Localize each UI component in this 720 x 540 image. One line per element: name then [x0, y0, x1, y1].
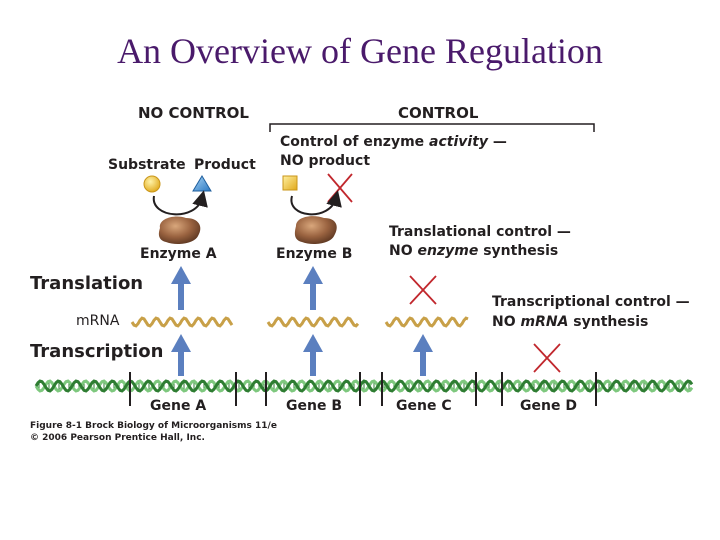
- enzyme-b-label: Enzyme B: [276, 246, 352, 262]
- gene-dividers: [129, 372, 597, 406]
- transcription-blocked-x-icon: [533, 343, 561, 373]
- mrna-strands: [130, 316, 469, 328]
- translation-blocked-x-icon: [409, 275, 437, 305]
- mrna-strand-b: [266, 316, 360, 328]
- product-molecule-icon: [192, 175, 212, 192]
- no-mrna-synthesis-label: NO mRNA synthesis: [492, 314, 648, 330]
- transcription-arrow-a: [171, 334, 191, 376]
- transcription-label: Transcription: [30, 341, 163, 362]
- reaction-arrow-b: [290, 190, 342, 216]
- translation-arrow-b: [303, 266, 323, 310]
- translation-arrow-a: [171, 266, 191, 310]
- figure-caption: Figure 8-1 Brock Biology of Microorganis…: [30, 421, 277, 431]
- substrate-molecule-icon: [143, 175, 161, 193]
- gene-b-label: Gene B: [286, 398, 342, 414]
- enzyme-a-label: Enzyme A: [140, 246, 217, 262]
- translational-control-label: Translational control —: [389, 224, 571, 240]
- dna-helix: [34, 379, 694, 393]
- reaction-arrow-a: [152, 190, 208, 216]
- mrna-label: mRNA: [76, 313, 120, 329]
- gene-c-label: Gene C: [396, 398, 452, 414]
- no-product-label: NO product: [280, 153, 370, 169]
- translation-label: Translation: [30, 273, 143, 294]
- bound-substrate-icon: [282, 175, 298, 191]
- slide-title: An Overview of Gene Regulation: [117, 31, 603, 71]
- no-control-header: NO CONTROL: [138, 104, 249, 122]
- mrna-strand-a: [130, 316, 234, 328]
- enzyme-b-icon: [294, 216, 337, 244]
- enzyme-a-icon: [158, 216, 201, 244]
- transcription-arrow-b: [303, 334, 323, 376]
- gene-d-label: Gene D: [520, 398, 577, 414]
- no-enzyme-synthesis-label: NO enzyme synthesis: [389, 243, 558, 259]
- control-header: CONTROL: [398, 104, 479, 122]
- transcription-arrow-c: [413, 334, 433, 376]
- mrna-strand-c: [384, 316, 469, 328]
- no-product-x-icon: [327, 173, 353, 203]
- translation-arrows: [171, 266, 323, 310]
- enzyme-activity-control-label: Control of enzyme activity —: [280, 134, 507, 150]
- gene-a-label: Gene A: [150, 398, 206, 414]
- transcriptional-control-label: Transcriptional control —: [492, 294, 690, 310]
- copyright-caption: © 2006 Pearson Prentice Hall, Inc.: [30, 433, 205, 443]
- control-bracket: [269, 123, 595, 132]
- product-label: Product: [194, 157, 256, 173]
- substrate-label: Substrate: [108, 157, 186, 173]
- transcription-arrows: [171, 334, 433, 376]
